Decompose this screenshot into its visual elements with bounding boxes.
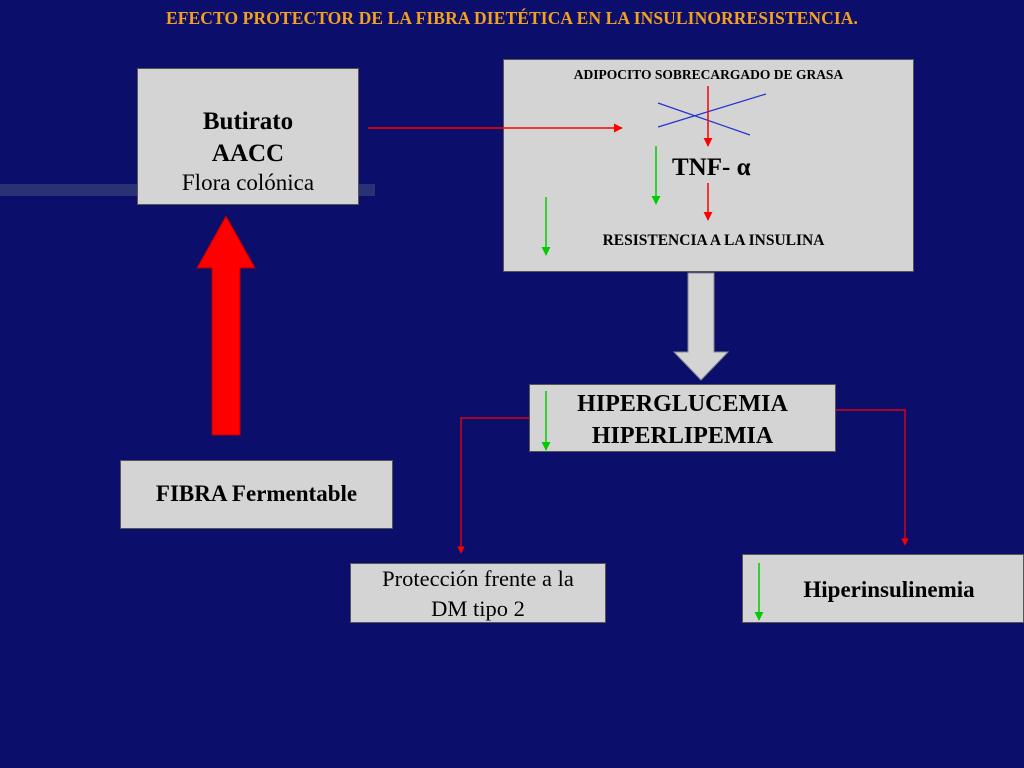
resistencia-insulina-label: RESISTENCIA A LA INSULINA — [602, 232, 825, 249]
big-red-up-arrow — [196, 214, 256, 436]
hiperinsulinemia-label: Hiperinsulinemia — [803, 577, 975, 602]
red-connector-to-hiperinsulinemia — [836, 409, 909, 546]
hiperlipemia-label: HIPERLIPEMIA — [591, 423, 774, 449]
fibra-label: FIBRA Fermentable — [155, 481, 358, 506]
butirato-label: Butirato — [202, 108, 294, 135]
hiperglucemia-box: HIPERGLUCEMIA HIPERLIPEMIA — [529, 384, 836, 452]
red-connector-to-proteccion — [457, 417, 529, 554]
adipocito-box: ADIPOCITO SOBRECARGADO DE GRASA TNF- α R… — [503, 59, 914, 272]
hiperinsulinemia-box: Hiperinsulinemia — [742, 554, 1024, 623]
fibra-box: FIBRA Fermentable — [120, 460, 393, 529]
tnf-alpha-label: TNF- α — [672, 154, 751, 181]
aacc-label: AACC — [211, 140, 285, 167]
page-title: EFECTO PROTECTOR DE LA FIBRA DIETÉTICA E… — [165, 8, 859, 28]
blue-cross-line-a — [657, 102, 751, 136]
dm-tipo2-label: DM tipo 2 — [431, 596, 525, 621]
proteccion-box: Protección frente a la DM tipo 2 — [350, 563, 606, 623]
flora-colonica-label: Flora colónica — [181, 170, 315, 195]
proteccion-label: Protección frente a la — [382, 566, 574, 591]
adipocito-header: ADIPOCITO SOBRECARGADO DE GRASA — [573, 67, 844, 82]
blue-cross-line-b — [657, 93, 767, 128]
butirato-box: Butirato AACC Flora colónica — [137, 68, 359, 205]
gray-down-arrow — [672, 272, 730, 381]
hiperglucemia-label: HIPERGLUCEMIA — [577, 391, 788, 417]
